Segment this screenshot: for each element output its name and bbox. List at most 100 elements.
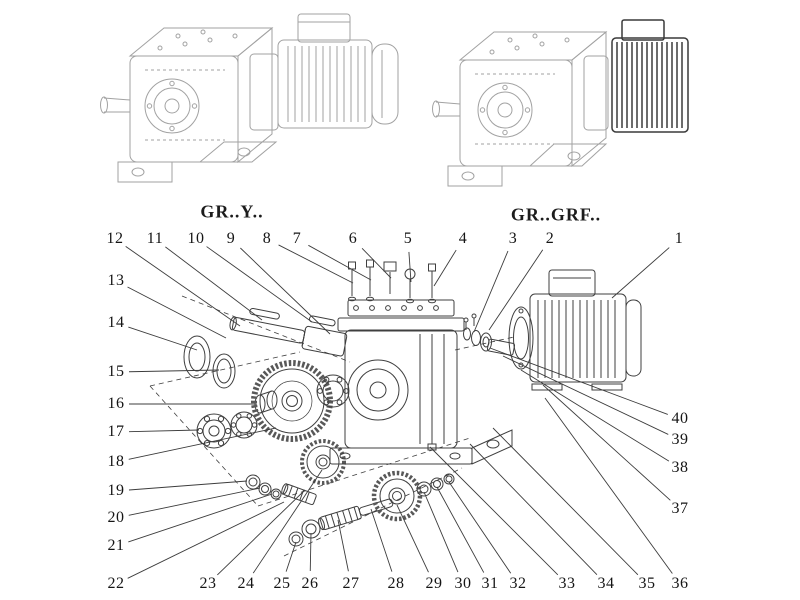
leader-line-6 — [361, 247, 392, 279]
washer-stack-upper — [245, 474, 282, 500]
lower-gear — [371, 470, 423, 522]
leader-lines — [125, 244, 673, 579]
leader-line-17 — [128, 429, 200, 433]
part-number-7: 7 — [291, 230, 303, 247]
part-number-27: 27 — [341, 575, 361, 592]
part-number-29: 29 — [424, 575, 444, 592]
leader-line-20 — [128, 487, 261, 516]
terminal-box — [548, 269, 596, 297]
leader-line-40 — [489, 347, 668, 415]
input-parts — [463, 313, 516, 356]
leader-line-34 — [469, 443, 598, 575]
leader-line-27 — [337, 519, 349, 572]
leader-line-14 — [128, 326, 198, 351]
part-number-12: 12 — [105, 230, 125, 247]
leader-line-11 — [165, 246, 263, 321]
model-label-gr-grf: GR..GRF.. — [510, 204, 602, 225]
leader-line-29 — [396, 504, 429, 573]
leader-line-24 — [252, 469, 323, 574]
leader-line-10 — [206, 246, 313, 323]
leader-line-7 — [308, 244, 372, 281]
part-number-4: 4 — [457, 230, 469, 247]
leader-line-8 — [278, 244, 354, 284]
output-shaft — [229, 307, 348, 357]
leader-line-28 — [370, 508, 393, 572]
leader-line-19 — [128, 480, 248, 491]
intermediate-bearing — [316, 374, 350, 408]
part-number-15: 15 — [106, 363, 126, 380]
part-number-28: 28 — [386, 575, 406, 592]
leader-line-9 — [240, 247, 331, 335]
model-label-gr-y: GR..Y.. — [200, 201, 264, 222]
washer-stack-lower-left — [288, 519, 321, 547]
part-number-26: 26 — [300, 575, 320, 592]
splined-shaft — [318, 498, 394, 531]
part-number-19: 19 — [106, 482, 126, 499]
leader-line-33 — [429, 446, 559, 576]
part-number-35: 35 — [637, 575, 657, 592]
leader-line-15 — [128, 369, 220, 373]
leader-line-2 — [488, 249, 544, 331]
gearmotor-assembled-left — [100, 13, 399, 183]
leader-line-3 — [473, 250, 509, 333]
exploded-view — [149, 259, 642, 557]
leader-line-32 — [448, 481, 512, 574]
part-number-1: 1 — [673, 230, 685, 247]
washer-stack-lower-right — [416, 473, 455, 497]
part-number-33: 33 — [557, 575, 577, 592]
leader-line-38 — [520, 369, 670, 462]
output-gear — [251, 360, 333, 442]
leader-line-12 — [125, 246, 241, 327]
drain-plug — [427, 443, 437, 451]
leader-line-21 — [128, 493, 273, 543]
output-bearing-small — [230, 411, 258, 439]
leader-line-26 — [309, 532, 312, 572]
pinion-shaft — [281, 483, 317, 506]
part-number-14: 14 — [106, 314, 126, 331]
leader-line-31 — [436, 486, 485, 573]
part-number-9: 9 — [225, 230, 237, 247]
gearmotor-assembled-right — [432, 19, 689, 187]
part-number-24: 24 — [236, 575, 256, 592]
input-shaft-stub — [486, 338, 516, 356]
part-number-22: 22 — [106, 575, 126, 592]
cover-bolts — [348, 259, 436, 304]
leader-line-18 — [128, 427, 277, 460]
part-number-21: 21 — [106, 537, 126, 554]
breather-plug — [383, 261, 397, 272]
part-number-10: 10 — [186, 230, 206, 247]
part-number-39: 39 — [670, 431, 690, 448]
leader-line-30 — [423, 491, 459, 573]
shaft-key-2 — [308, 315, 336, 327]
part-number-23: 23 — [198, 575, 218, 592]
gear-housing — [329, 299, 513, 465]
part-number-13: 13 — [106, 272, 126, 289]
part-number-2: 2 — [544, 230, 556, 247]
part-number-25: 25 — [272, 575, 292, 592]
part-number-18: 18 — [106, 453, 126, 470]
inspection-cover — [347, 299, 455, 317]
grf-motor-finned-block — [611, 19, 689, 133]
oil-seal — [183, 335, 211, 379]
part-number-5: 5 — [402, 230, 414, 247]
part-number-34: 34 — [596, 575, 616, 592]
part-number-40: 40 — [670, 410, 690, 427]
leader-line-25 — [285, 541, 297, 572]
retaining-ring — [212, 353, 236, 389]
output-bearing-large — [196, 413, 232, 449]
leader-line-39 — [502, 355, 669, 435]
leader-line-35 — [492, 427, 639, 576]
leader-line-4 — [433, 249, 457, 287]
part-number-11: 11 — [145, 230, 165, 247]
leader-line-37 — [542, 384, 671, 501]
leader-line-36 — [544, 397, 673, 574]
leader-line-5 — [408, 251, 412, 283]
part-number-31: 31 — [480, 575, 500, 592]
part-number-30: 30 — [453, 575, 473, 592]
leader-line-23 — [217, 489, 306, 576]
part-number-32: 32 — [508, 575, 528, 592]
part-number-3: 3 — [507, 230, 519, 247]
leader-line-22 — [127, 501, 285, 579]
part-number-16: 16 — [106, 395, 126, 412]
